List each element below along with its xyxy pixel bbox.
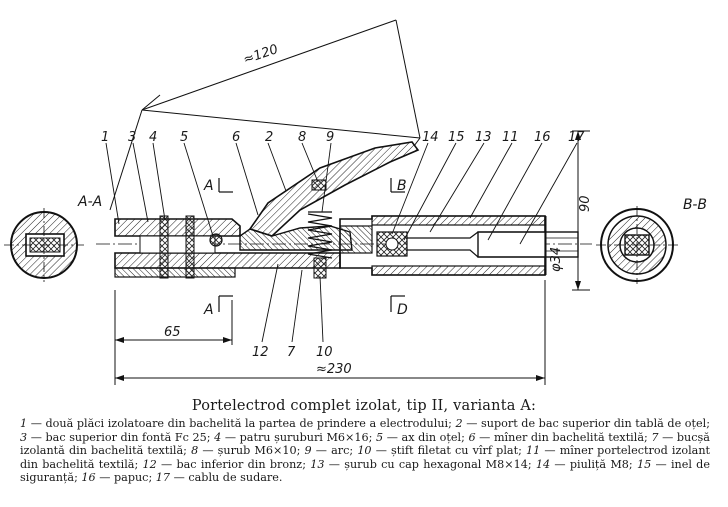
part-label-4: 4 — [149, 130, 157, 145]
part-label-1: 1 — [101, 130, 109, 145]
technical-drawing: A-A B-B — [4, 19, 707, 385]
cut-label-a-bottom: A — [203, 302, 214, 318]
cut-label-b: B — [397, 178, 407, 194]
legend-item-11: 11 — mîner portelectrod izolant din bach… — [20, 444, 711, 471]
parts-legend: 1 — două plăci izolatoare din bachelită … — [20, 417, 710, 485]
legend-item-8: 8 — șurub M6×10; — [191, 444, 301, 458]
part-label-17: 17 — [568, 130, 585, 145]
dimension-120: ≈120 — [241, 42, 280, 68]
part-label-13: 13 — [475, 130, 492, 145]
section-a-a-view — [4, 208, 84, 282]
cut-label-d: D — [397, 302, 408, 318]
dimension-arrows — [115, 131, 581, 381]
part-label-2: 2 — [265, 130, 273, 145]
part-label-14: 14 — [422, 130, 439, 145]
leader-lines — [105, 142, 578, 343]
part-label-11: 11 — [502, 130, 519, 145]
electrode-holder-body — [96, 141, 592, 279]
part-label-15: 15 — [448, 130, 465, 145]
dimension-34: φ34 — [549, 247, 564, 272]
legend-item-4: 4 — patru șuruburi M6×16; — [214, 430, 373, 444]
section-b-b-view — [596, 206, 680, 284]
part-label-8: 8 — [298, 130, 306, 145]
legend-item-7: 7 — bucșă izolantă din bachelită textilă… — [20, 430, 710, 458]
legend-item-16: 16 — papuc; — [81, 471, 153, 485]
cut-label-a-top: A — [203, 178, 214, 194]
part-label-5: 5 — [180, 130, 188, 145]
section-cut-markers — [218, 178, 405, 312]
legend-item-2: 2 — suport de bac superior din tablă de … — [455, 417, 711, 430]
legend-item-10: 10 — știft filetat cu vîrf plat; — [357, 444, 522, 458]
legend-item-6: 6 — mîner din bachelită textilă; — [468, 430, 648, 444]
legend-item-14: 14 — piuliță M8; — [535, 457, 633, 471]
dimension-230: ≈230 — [316, 362, 352, 377]
dimension-90: 90 — [578, 195, 593, 212]
part-label-3: 3 — [128, 130, 136, 145]
legend-item-13: 13 — șurub cu cap hexagonal M8×14; — [310, 457, 532, 471]
legend-item-17: 17 — cablu de sudare. — [155, 471, 283, 485]
section-a-a-label: A-A — [77, 194, 102, 210]
part-label-7: 7 — [287, 345, 296, 360]
legend-item-12: 12 — bac inferior din bronz; — [142, 457, 306, 471]
part-label-9: 9 — [326, 130, 334, 145]
legend-item-9: 9 — arc; — [304, 444, 354, 458]
legend-item-5: 5 — ax din oțel; — [376, 430, 465, 444]
caption-title: Portelectrod complet izolat, tip II, var… — [191, 398, 537, 414]
part-label-12: 12 — [252, 345, 269, 360]
part-label-16: 16 — [534, 130, 551, 145]
legend-item-3: 3 — bac superior din fontă Fc 25; — [20, 430, 211, 444]
legend-item-15: 15 — inel de siguranță; — [20, 457, 710, 485]
legend-item-1: 1 — două plăci izolatoare din bachelită … — [20, 417, 452, 430]
section-b-b-label: B-B — [683, 197, 707, 213]
part-label-10: 10 — [316, 345, 333, 360]
dimension-lines — [109, 19, 590, 385]
part-label-6: 6 — [232, 130, 240, 145]
dimension-65: 65 — [164, 325, 181, 340]
